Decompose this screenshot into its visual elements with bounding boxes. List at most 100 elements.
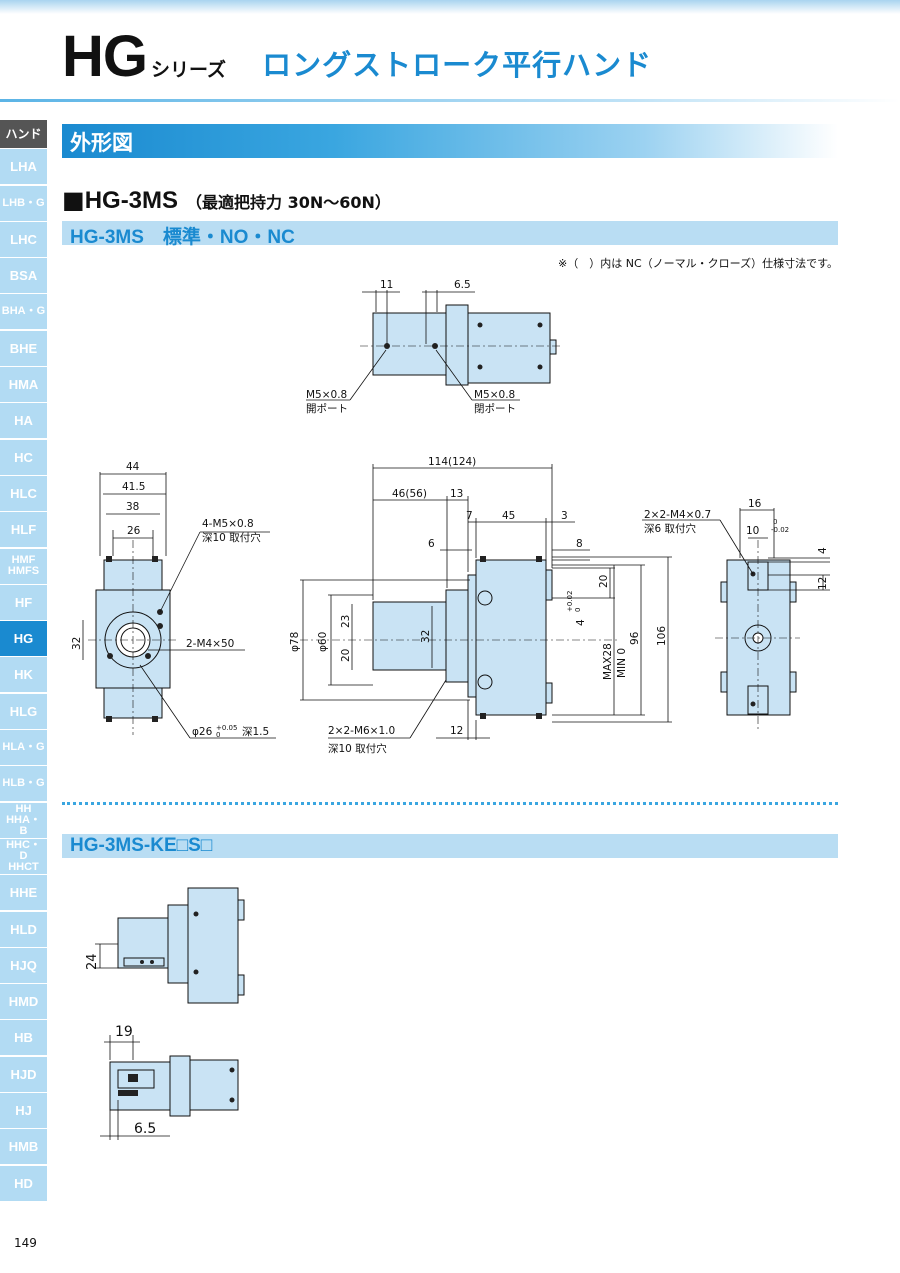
dim-side-23: 23 xyxy=(340,615,352,628)
series-name: ロングストローク平行ハンド xyxy=(262,48,653,82)
front-bore-depth: 深1.5 xyxy=(242,726,269,738)
dim-side-stroke-min: MIN 0 xyxy=(616,648,628,678)
dim-top-left: 11 xyxy=(380,279,393,291)
side-nav: ハンド LHA LHB・G LHC BSA BHA・G BHE HMA HA H… xyxy=(0,120,47,1202)
nav-item-hc[interactable]: HC xyxy=(0,439,47,475)
dim-side-total: 114(124) xyxy=(428,456,476,468)
front-bore-tol: +0.05 xyxy=(216,724,237,732)
series-word: シリーズ xyxy=(151,59,227,81)
nav-item-hjq[interactable]: HJQ xyxy=(0,947,47,983)
top-view: 11 6.5 M5×0.8 開ポート M5×0.8 閉ポート xyxy=(306,279,560,415)
subsection-band-ke: HG-3MS-KE□S□ xyxy=(62,834,838,858)
model-square-icon: ■ xyxy=(62,186,85,214)
dim-end-10-tol2: -0.02 xyxy=(771,526,789,534)
nav-item-hlc[interactable]: HLC xyxy=(0,475,47,511)
nav-item-hmd[interactable]: HMD xyxy=(0,984,47,1020)
nav-item-hhc-d-hhct[interactable]: HHC・D HHCT xyxy=(0,838,47,874)
front-tap-2: 2-M4×50 xyxy=(186,638,234,650)
nav-item-hg[interactable]: HG xyxy=(0,621,47,657)
series-code: HG xyxy=(62,24,148,89)
nav-item-hld[interactable]: HLD xyxy=(0,911,47,947)
nav-item-hlg[interactable]: HLG xyxy=(0,693,47,729)
front-bore-tol2: 0 xyxy=(216,731,220,739)
subsection-band-standard: HG-3MS 標準・NO・NC xyxy=(62,221,838,248)
port-close-size: M5×0.8 xyxy=(474,389,515,401)
nav-item-hf[interactable]: HF xyxy=(0,584,47,620)
dim-side-phi78: φ78 xyxy=(289,632,301,652)
front-view: 44 41.5 38 26 32 4-M5×0.8 深10 取付穴 2-M4×5… xyxy=(71,461,276,739)
dim-front-38: 38 xyxy=(126,501,139,513)
port-close-label: 閉ポート xyxy=(474,403,516,415)
dim-front-41-5: 41.5 xyxy=(122,481,145,493)
dim-side-46: 46(56) xyxy=(392,488,427,500)
nav-item-hmb[interactable]: HMB xyxy=(0,1129,47,1165)
dim-side-12: 12 xyxy=(450,725,463,737)
dim-side-7: 7 xyxy=(466,510,473,522)
nav-item-hk[interactable]: HK xyxy=(0,657,47,693)
nav-item-bsa[interactable]: BSA xyxy=(0,258,47,294)
side-tap-depth: 深10 取付穴 xyxy=(328,742,387,755)
front-bore: φ26 xyxy=(192,726,213,738)
dim-end-4: 4 xyxy=(817,547,829,554)
subsection-title-ke: HG-3MS-KE□S□ xyxy=(70,835,213,856)
nav-item-hjd[interactable]: HJD xyxy=(0,1056,47,1092)
dim-front-26: 26 xyxy=(127,525,141,537)
dim-side-4: 4 xyxy=(575,619,587,626)
model-heading: ■HG-3MS （最適把持力 30N〜60N） xyxy=(62,186,391,215)
dim-end-12: 12 xyxy=(817,577,829,590)
dim-side-4-tol: +0.02 xyxy=(566,591,574,612)
nc-note: ※（ ）内は NC（ノーマル・クローズ）仕様寸法です。 xyxy=(558,257,838,270)
nav-item-bha-g[interactable]: BHA・G xyxy=(0,294,47,330)
nav-item-ha[interactable]: HA xyxy=(0,403,47,439)
nav-item-hla-g[interactable]: HLA・G xyxy=(0,730,47,766)
nav-item-bhe[interactable]: BHE xyxy=(0,330,47,366)
end-tap-depth: 深6 取付穴 xyxy=(644,522,697,535)
dim-end-16: 16 xyxy=(748,498,762,510)
nav-item-hb[interactable]: HB xyxy=(0,1020,47,1056)
nav-item-hlb-g[interactable]: HLB・G xyxy=(0,766,47,802)
end-tap-size: 2×2-M4×0.7 xyxy=(644,509,711,521)
dim-end-10-tol: 0 xyxy=(773,518,777,526)
dim-side-4-tol2: 0 xyxy=(574,608,582,612)
dim-side-20b: 20 xyxy=(340,649,352,662)
dim-side-phi60: φ60 xyxy=(317,632,329,652)
dim-ke-24: 24 xyxy=(85,953,100,970)
nav-item-hhe[interactable]: HHE xyxy=(0,875,47,911)
dim-side-106: 106 xyxy=(656,626,668,646)
nav-item-lhb-g[interactable]: LHB・G xyxy=(0,185,47,221)
dim-front-44: 44 xyxy=(126,461,140,473)
model-code: HG-3MS xyxy=(84,187,179,214)
front-tap-size: 4-M5×0.8 xyxy=(202,518,254,530)
nav-item-hd[interactable]: HD xyxy=(0,1165,47,1201)
top-gradient-band xyxy=(0,0,900,14)
dim-side-3: 3 xyxy=(561,510,568,522)
nav-item-lha[interactable]: LHA xyxy=(0,149,47,185)
dim-side-45: 45 xyxy=(502,510,515,522)
dim-front-32: 32 xyxy=(71,637,83,650)
page-header: HG シリーズ ロングストローク平行ハンド xyxy=(62,28,652,86)
dim-ke-6-5: 6.5 xyxy=(134,1121,156,1137)
dim-side-32: 32 xyxy=(420,630,432,643)
dim-side-20a: 20 xyxy=(598,575,610,588)
dim-end-10: 10 xyxy=(746,525,759,537)
end-view: 16 10 0 -0.02 2×2-M4×0.7 深6 取付穴 4 12 xyxy=(642,498,830,730)
port-open-label: 開ポート xyxy=(306,403,348,415)
subsection-title-standard: HG-3MS 標準・NO・NC xyxy=(70,227,295,248)
nav-item-hh-hha-b[interactable]: HH HHA・B xyxy=(0,802,47,838)
header-divider xyxy=(0,99,900,102)
nav-item-hj[interactable]: HJ xyxy=(0,1093,47,1129)
dim-side-stroke-max: MAX28 xyxy=(602,643,614,680)
dim-side-96: 96 xyxy=(629,631,641,645)
dim-side-6: 6 xyxy=(428,538,435,550)
nav-item-hmf-hmfs[interactable]: HMF HMFS xyxy=(0,548,47,584)
ke-view: 24 19 6.5 xyxy=(85,887,245,1140)
dim-ke-19: 19 xyxy=(115,1024,133,1040)
page-number: 149 xyxy=(14,1236,37,1250)
nav-item-lhc[interactable]: LHC xyxy=(0,221,47,257)
section-title: 外形図 xyxy=(70,131,133,155)
model-force: （最適把持力 30N〜60N） xyxy=(186,193,391,212)
dim-top-right: 6.5 xyxy=(454,279,471,291)
nav-item-hma[interactable]: HMA xyxy=(0,367,47,403)
nav-item-hlf[interactable]: HLF xyxy=(0,512,47,548)
